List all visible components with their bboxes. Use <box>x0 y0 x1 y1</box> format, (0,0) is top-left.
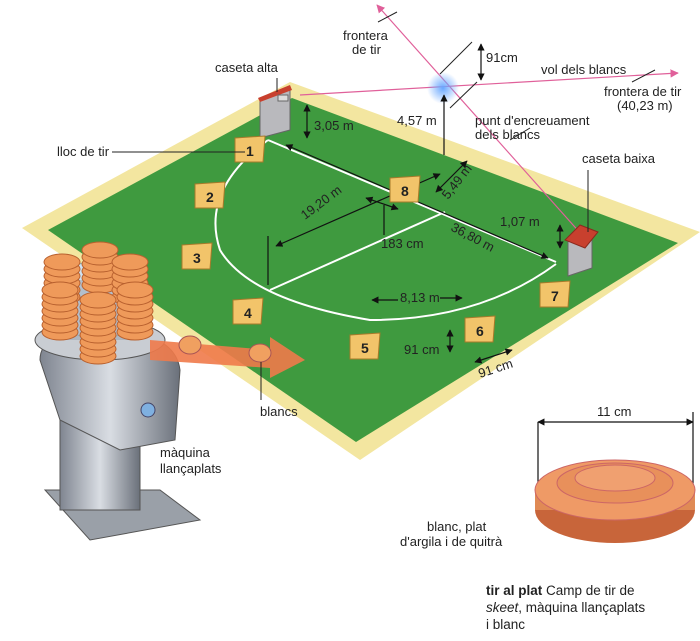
caption-text-1: Camp de tir de <box>542 583 635 598</box>
label-dist-91cm-a: 91 cm <box>404 342 439 357</box>
station-3: 3 <box>181 242 213 270</box>
label-dist-8-13: 8,13 m <box>400 290 440 305</box>
label-blancs: blancs <box>260 404 298 419</box>
caption-text-3: i blanc <box>486 617 526 632</box>
caption-text-2: , màquina llançaplats <box>518 600 646 615</box>
label-dist-183cm: 183 cm <box>381 236 424 251</box>
crossing-point-glow <box>427 72 459 104</box>
station-number: 1 <box>246 143 254 159</box>
label-vol-dels-blancs: vol dels blancs <box>541 62 627 77</box>
stacked-target <box>41 281 79 299</box>
station-number: 5 <box>361 340 369 356</box>
label-dist-3-05: 3,05 m <box>314 118 354 133</box>
stacked-target <box>111 253 149 271</box>
high-house <box>258 85 292 139</box>
label-disc-desc-1: blanc, plat <box>427 519 487 534</box>
station-5: 5 <box>349 332 381 360</box>
clay-target <box>534 459 696 543</box>
label-frontera-de-tir-right-2: (40,23 m) <box>617 98 673 113</box>
label-maquina-1: màquina <box>160 445 211 460</box>
figure-caption: tir al plat Camp de tir de skeet, màquin… <box>486 582 696 633</box>
station-number: 2 <box>206 189 214 205</box>
station-number: 4 <box>244 305 252 321</box>
shooting-stations: 1 2 3 4 5 6 7 8 <box>181 135 571 360</box>
low-house <box>564 224 599 277</box>
caption-title: tir al plat <box>486 583 543 598</box>
station-number: 3 <box>193 250 201 266</box>
label-caseta-baixa: caseta baixa <box>582 151 656 166</box>
label-frontera-de-tir-top-1: frontera <box>343 28 389 43</box>
station-8: 8 <box>389 175 421 203</box>
caption-italic: skeet <box>486 600 519 615</box>
stacked-target <box>116 281 154 299</box>
station-1: 1 <box>234 135 266 163</box>
label-frontera-de-tir-right-1: frontera de tir <box>604 84 682 99</box>
label-caseta-alta: caseta alta <box>215 60 279 75</box>
label-lloc-de-tir: lloc de tir <box>57 144 110 159</box>
station-number: 6 <box>476 323 484 339</box>
label-maquina-2: llançaplats <box>160 461 222 476</box>
station-number: 7 <box>551 288 559 304</box>
label-frontera-de-tir-top-2: de tir <box>352 42 382 57</box>
launch-arrow <box>150 335 305 378</box>
station-6: 6 <box>464 315 496 343</box>
label-punt-encreuament-2: dels blancs <box>475 127 541 142</box>
station-4: 4 <box>232 297 264 325</box>
stacked-target <box>81 241 119 259</box>
label-height-91cm: 91cm <box>486 50 518 65</box>
label-punt-encreuament-1: punt d'encreuament <box>475 113 590 128</box>
target-stacks <box>41 241 154 365</box>
label-dist-4-57: 4,57 m <box>397 113 437 128</box>
station-7: 7 <box>539 280 571 308</box>
label-disc-desc-2: d'argila i de quitrà <box>400 534 503 549</box>
label-dist-1-07: 1,07 m <box>500 214 540 229</box>
station-number: 8 <box>401 183 409 199</box>
stacked-target <box>43 253 81 271</box>
station-2: 2 <box>194 181 226 209</box>
label-disc-width: 11 cm <box>597 404 631 419</box>
stacked-target <box>79 291 117 309</box>
